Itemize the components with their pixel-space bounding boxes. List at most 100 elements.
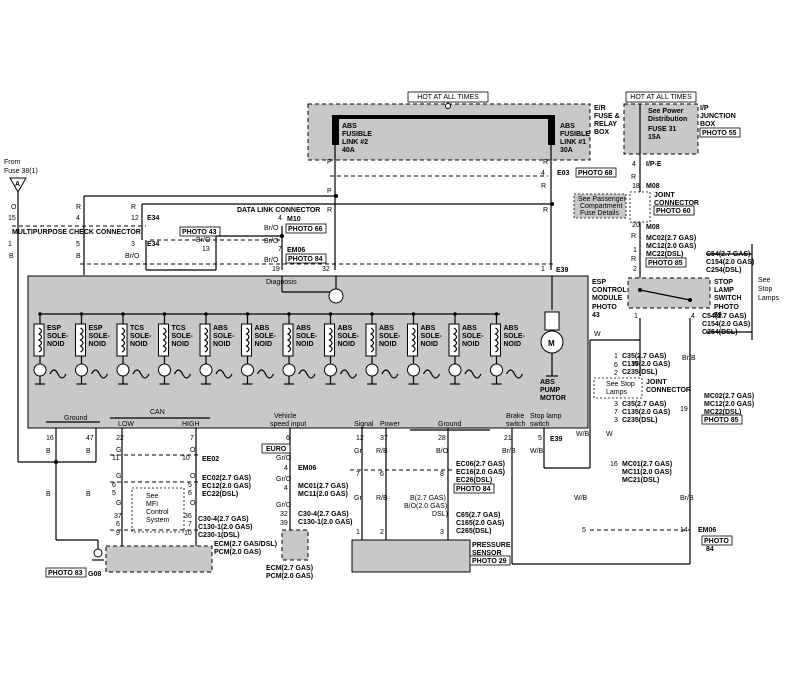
svg-text:6: 6 bbox=[112, 482, 116, 489]
svg-text:2: 2 bbox=[380, 529, 384, 536]
fl1-l2: FUSIBLE bbox=[560, 131, 590, 138]
svg-text:1: 1 bbox=[634, 313, 638, 320]
svg-text:4: 4 bbox=[541, 170, 545, 177]
svg-text:7: 7 bbox=[356, 471, 360, 478]
ecmm-pcm: PCM(2.0 GAS) bbox=[266, 573, 313, 580]
solenoid-group: ESPSOLE-NOIDESPSOLE-NOIDTCSSOLE-NOIDTCSS… bbox=[33, 312, 526, 385]
solenoid-label: ABS bbox=[421, 325, 436, 332]
c54t-l3: C254(DSL) bbox=[706, 267, 741, 274]
pin-vehicle2: speed input bbox=[270, 421, 306, 428]
solenoid-label: SOLE- bbox=[421, 333, 443, 340]
ssl-l1: See bbox=[758, 277, 771, 284]
svg-text:2: 2 bbox=[614, 370, 618, 377]
euro-tag: EURO bbox=[266, 446, 287, 453]
stop-lamp-switch bbox=[627, 277, 711, 309]
svg-text:11: 11 bbox=[112, 455, 119, 462]
svg-text:7: 7 bbox=[188, 521, 192, 528]
c65-l2: C165(2.0 GAS) bbox=[456, 520, 504, 527]
svg-text:6: 6 bbox=[614, 362, 618, 369]
svg-text:10: 10 bbox=[184, 530, 192, 537]
svg-text:Gr/O: Gr/O bbox=[276, 502, 292, 509]
pin-ground2: Ground bbox=[438, 421, 461, 428]
ps-l1: PRESSURE bbox=[472, 542, 511, 549]
c35t-l3: C235(DSL) bbox=[622, 369, 657, 376]
svg-text:12: 12 bbox=[356, 435, 364, 442]
ecml-c1: C30-4(2.7 GAS) bbox=[198, 516, 249, 523]
svg-text:9: 9 bbox=[116, 530, 120, 537]
esp-l3: MODULE bbox=[592, 295, 623, 302]
c54t-l2: C154(2.0 GAS) bbox=[706, 259, 754, 266]
solenoid-label: ESP bbox=[89, 325, 103, 332]
svg-text:O: O bbox=[190, 473, 196, 480]
svg-text:18: 18 bbox=[632, 183, 640, 190]
ip-junction-box bbox=[623, 103, 699, 155]
svg-text:B: B bbox=[86, 491, 91, 498]
c30m-l2: C130-1(2.0 GAS) bbox=[298, 519, 352, 526]
photo85-bot: PHOTO 85 bbox=[704, 417, 739, 424]
photo68: PHOTO 68 bbox=[578, 170, 613, 177]
solenoid-label: NOID bbox=[172, 341, 190, 348]
jm-see1: See Stop bbox=[606, 381, 635, 388]
svg-text:O: O bbox=[190, 447, 196, 454]
photo55: PHOTO 55 bbox=[702, 130, 737, 137]
svg-text:10: 10 bbox=[182, 455, 190, 462]
jm-see2: Lamps bbox=[606, 389, 628, 396]
solenoid-label: SOLE- bbox=[130, 333, 152, 340]
c65-l1: C65(2.7 GAS) bbox=[456, 512, 500, 519]
svg-text:R: R bbox=[327, 207, 332, 214]
svg-text:13: 13 bbox=[202, 246, 210, 253]
svg-text:5: 5 bbox=[582, 527, 586, 534]
m08-label: M08 bbox=[646, 183, 660, 190]
from-fuse-l1: From bbox=[4, 159, 21, 166]
mc02b-l1: MC02(2.7 GAS) bbox=[704, 393, 754, 400]
m08b-label: M08 bbox=[646, 224, 660, 231]
solenoid-label: ABS bbox=[213, 325, 228, 332]
fl2-l4: 40A bbox=[342, 147, 355, 154]
svg-text:Gr/O: Gr/O bbox=[276, 476, 292, 483]
jm-l2: CONNECTOR bbox=[646, 387, 691, 394]
pin-low: LOW bbox=[118, 421, 134, 428]
transistor bbox=[324, 363, 337, 377]
svg-text:19: 19 bbox=[272, 266, 280, 273]
c54b-l1: C54(2.7 GAS) bbox=[702, 313, 746, 320]
svg-text:12: 12 bbox=[131, 215, 139, 222]
c30m-l1: C30-4(2.7 GAS) bbox=[298, 511, 349, 518]
transistor bbox=[407, 363, 420, 377]
pin-power: Power bbox=[380, 421, 401, 428]
esp-l4: PHOTO bbox=[592, 304, 617, 311]
transistor bbox=[199, 363, 213, 377]
photo84b: PHOTO bbox=[704, 538, 729, 545]
svg-text:W: W bbox=[606, 431, 613, 438]
svg-text:1: 1 bbox=[356, 529, 360, 536]
svg-text:B: B bbox=[86, 448, 91, 455]
photo66: PHOTO 66 bbox=[288, 226, 323, 233]
pin-vehicle1: Vehicle bbox=[274, 413, 297, 420]
er-l2: FUSE & bbox=[594, 113, 620, 120]
svg-text:W/B: W/B bbox=[530, 448, 544, 455]
ss-l2: LAMP bbox=[714, 287, 734, 294]
svg-text:7: 7 bbox=[614, 409, 618, 416]
solenoid-label: ABS bbox=[462, 325, 477, 332]
solenoid-label: ABS bbox=[379, 325, 394, 332]
transistor bbox=[158, 363, 171, 377]
svg-text:R: R bbox=[543, 207, 548, 214]
c35t-l1: C35(2.7 GAS) bbox=[622, 353, 666, 360]
mc02b-l2: MC12(2.0 GAS) bbox=[704, 401, 754, 408]
jt-l1: JOINT bbox=[654, 192, 675, 199]
svg-text:R: R bbox=[631, 256, 636, 263]
svg-text:B: B bbox=[76, 253, 81, 260]
svg-text:8: 8 bbox=[440, 471, 444, 478]
svg-text:B/O: B/O bbox=[436, 448, 449, 455]
ssl-l3: Lamps bbox=[758, 295, 780, 302]
ecm-left-box bbox=[105, 545, 213, 573]
pin-brake1: Brake bbox=[506, 413, 524, 420]
svg-text:W/B: W/B bbox=[576, 431, 590, 438]
svg-text:2: 2 bbox=[633, 266, 637, 273]
svg-text:15: 15 bbox=[8, 215, 16, 222]
